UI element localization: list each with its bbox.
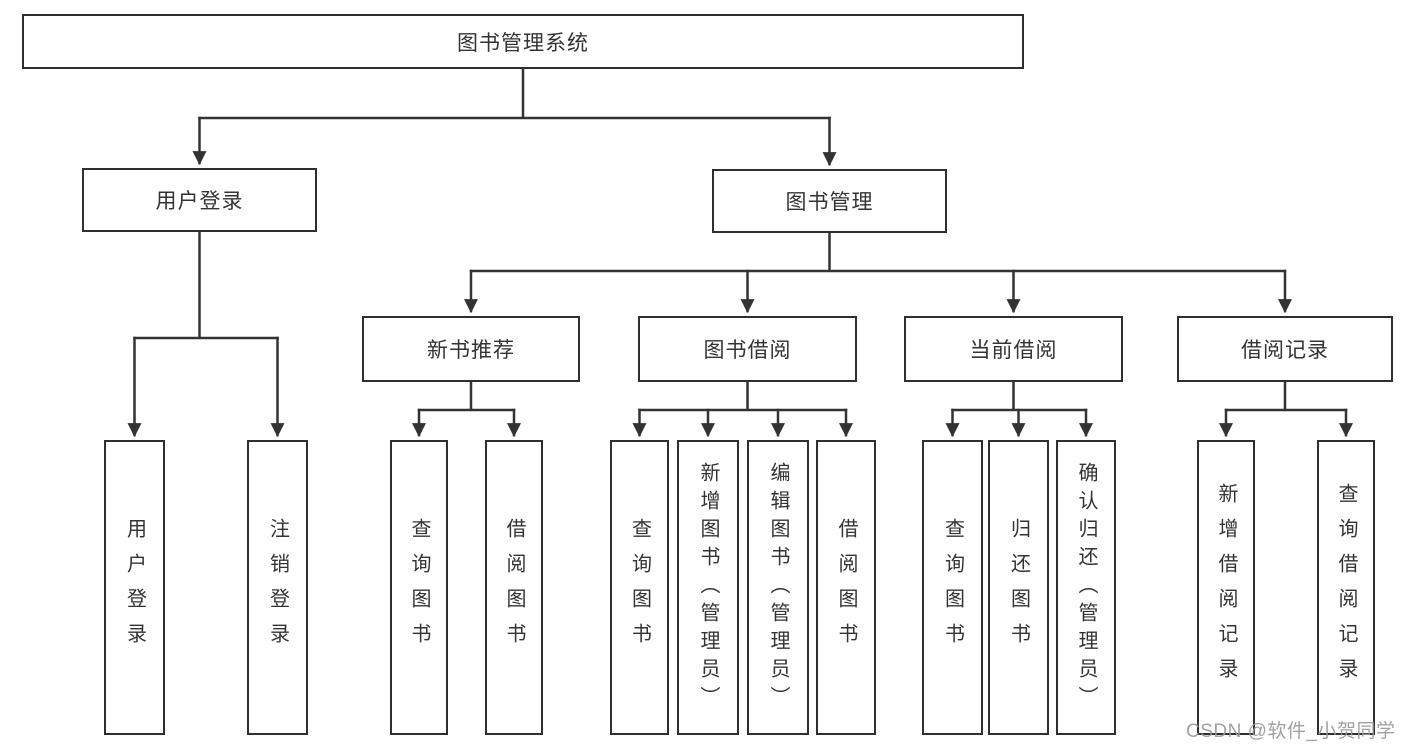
leaf-query-books-borrowing-label: 查询图书	[628, 517, 651, 658]
node-new-book-recommend-label: 新书推荐	[427, 339, 515, 362]
edge-trunk-new-books	[417, 380, 516, 412]
node-root-system-label: 图书管理系统	[457, 31, 589, 55]
leaf-borrow-books-recommend-label: 借阅图书	[503, 517, 525, 658]
node-book-management: 图书管理	[712, 169, 947, 233]
leaf-logout: 注销登录	[247, 440, 308, 735]
leaf-confirm-return-admin: 确认归还（管理员）	[1056, 440, 1116, 735]
leaf-borrow-books-label: 借阅图书	[835, 517, 857, 658]
leaf-edit-books-admin: 编辑图书（管理员）	[747, 440, 809, 735]
leaf-query-borrow-record: 查询借阅记录	[1317, 440, 1375, 735]
leaf-edit-books-admin-label: 编辑图书（管理员）	[767, 461, 789, 714]
leaf-query-books-current: 查询图书	[922, 440, 983, 735]
leaf-add-books-admin: 新增图书（管理员）	[677, 440, 739, 735]
node-user-login-label: 用户登录	[155, 190, 244, 213]
node-current-borrowing-label: 当前借阅	[969, 339, 1058, 362]
leaf-query-books-recommend-label: 查询图书	[408, 517, 430, 658]
leaf-user-login-label: 用户登录	[123, 517, 146, 658]
node-book-borrowing-label: 图书借阅	[703, 339, 792, 362]
node-borrowing-records: 借阅记录	[1177, 316, 1393, 382]
node-root-system: 图书管理系统	[22, 14, 1024, 69]
node-borrowing-records-label: 借阅记录	[1241, 339, 1329, 362]
edge-trunk-user-login	[133, 230, 279, 340]
edge-trunk-records	[1224, 380, 1348, 412]
leaf-borrow-books-recommend: 借阅图书	[485, 440, 543, 735]
edge-trunk-book-mgmt	[469, 231, 1287, 273]
node-new-book-recommend: 新书推荐	[362, 316, 580, 382]
leaf-query-borrow-record-label: 查询借阅记录	[1335, 482, 1357, 693]
leaf-add-books-admin-label: 新增图书（管理员）	[697, 461, 719, 714]
node-book-management-label: 图书管理	[785, 191, 874, 214]
leaf-return-books: 归还图书	[988, 440, 1049, 735]
csdn-watermark: CSDN @软件_小贺同学	[1186, 721, 1396, 742]
node-user-login: 用户登录	[82, 168, 317, 232]
leaf-confirm-return-admin-label: 确认归还（管理员）	[1075, 461, 1097, 714]
leaf-query-books-recommend: 查询图书	[390, 440, 448, 735]
leaf-logout-label: 注销登录	[266, 517, 289, 658]
leaf-user-login: 用户登录	[104, 440, 165, 735]
node-book-borrowing: 图书借阅	[638, 316, 857, 382]
edge-trunk-root	[198, 67, 831, 120]
node-current-borrowing: 当前借阅	[904, 316, 1123, 382]
edge-trunk-borrowing	[638, 380, 848, 412]
leaf-add-borrow-record-label: 新增借阅记录	[1215, 482, 1237, 693]
leaf-borrow-books: 借阅图书	[816, 440, 876, 735]
leaf-query-books-borrowing: 查询图书	[610, 440, 669, 735]
leaf-query-books-current-label: 查询图书	[941, 517, 964, 658]
leaf-add-borrow-record: 新增借阅记录	[1197, 440, 1255, 735]
edge-trunk-current	[951, 380, 1088, 412]
leaf-return-books-label: 归还图书	[1007, 517, 1030, 658]
